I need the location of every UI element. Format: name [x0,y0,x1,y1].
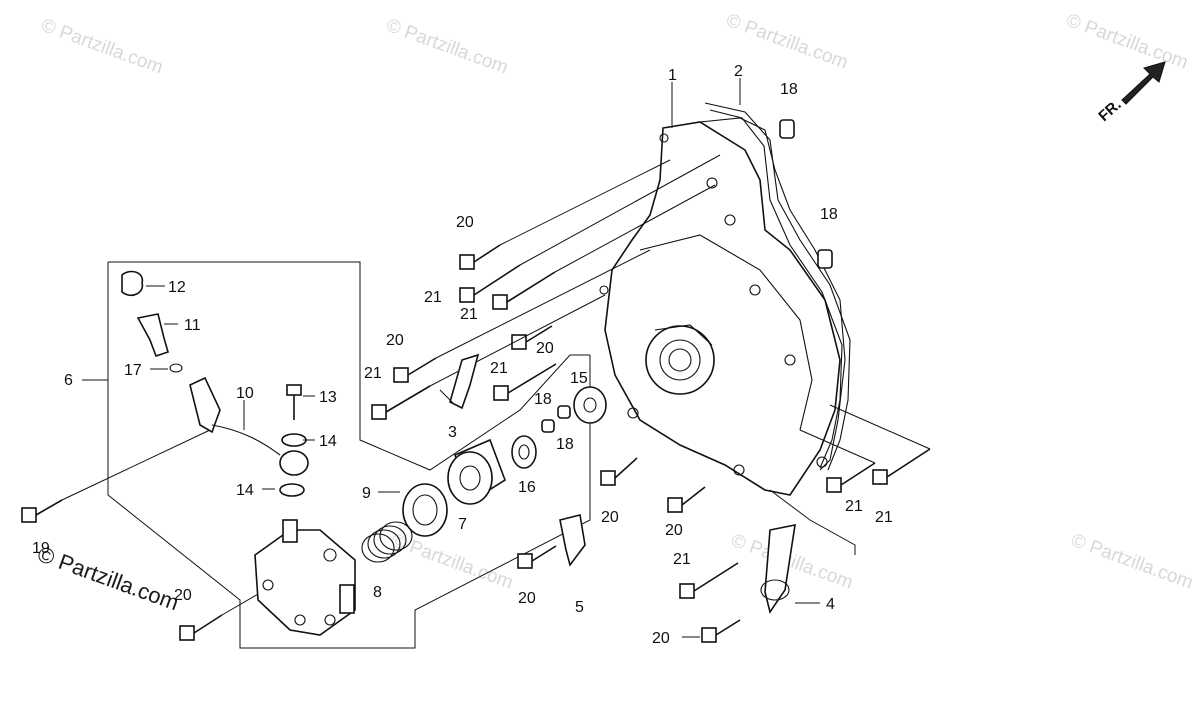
o-ring [169,363,183,373]
oil-seal [402,483,448,537]
bolt [286,384,302,420]
watermark: © Partzilla.com [38,15,165,79]
bolt [872,448,931,485]
cover-gasket [704,102,851,471]
dowel-pin [817,249,833,269]
bushing [573,386,607,424]
valve-assembly [121,270,356,636]
callout-19: 19 [32,540,50,557]
dowel-pin [557,405,571,419]
valve-nipple [282,519,298,543]
callout-1: 1 [668,67,677,84]
dowel-pin [541,419,555,433]
callout-7: 7 [458,516,467,533]
callout-20h: 20 [174,587,192,604]
callout-18d: 18 [556,436,574,453]
bolt [21,499,63,523]
hose-clip [121,270,144,297]
callout-20d: 20 [601,509,619,526]
callout-3: 3 [448,424,457,441]
callout-16: 16 [518,479,536,496]
callout-18c: 18 [534,391,552,408]
callout-2: 2 [734,63,743,80]
callout-6: 6 [64,372,73,389]
clamp [449,353,480,410]
bolt [371,385,431,420]
callout-15: 15 [570,370,588,387]
valve-port [339,584,355,614]
clamp [559,514,586,567]
bolt [701,619,741,643]
callout-labels: 1 2 3 4 5 6 7 8 9 10 11 12 13 14 14 15 1… [32,63,893,647]
oil-pipe [189,376,221,434]
pump-assembly [361,386,607,563]
banjo [279,450,309,476]
direction-label: FR. [1095,96,1124,125]
watermark: © Partzilla.com [383,15,510,79]
callout-14b: 14 [236,482,254,499]
callout-20e: 20 [665,522,683,539]
bolt [667,486,706,513]
callout-17: 17 [124,362,142,379]
callout-21d: 21 [490,360,508,377]
label-leaders [146,78,820,638]
fitting [136,313,169,358]
watermark: © Partzilla.com [1063,10,1190,74]
callout-5: 5 [575,599,584,616]
callout-20g: 20 [652,630,670,647]
spring [361,533,395,563]
bolt [493,363,557,401]
valve-body [254,529,356,636]
watermark: © Partzilla.com [1068,530,1195,594]
callout-13: 13 [319,389,337,406]
callout-21b: 21 [460,306,478,323]
callout-21e: 21 [845,498,863,515]
bolt [492,271,556,310]
assembly-bracket [82,261,591,649]
washer [281,433,307,447]
bolt [517,545,557,569]
side-cover [599,117,846,496]
bolt [393,357,437,383]
bolt [679,562,739,599]
flange-bolts [21,244,931,643]
front-direction-arrow: FR. [1095,61,1166,125]
dowel-pins [541,119,833,433]
callout-21g: 21 [673,551,691,568]
bolt [459,244,501,270]
bolt [511,325,553,350]
callout-18a: 18 [780,81,798,98]
corner-watermark: © Partzilla.com [34,541,182,615]
callout-20c: 20 [536,340,554,357]
callout-21f: 21 [875,509,893,526]
washer [279,483,305,497]
dowel-pin [779,119,795,139]
bolt [826,462,876,493]
callout-20f: 20 [518,590,536,607]
clamps [449,353,796,614]
callout-12: 12 [168,279,186,296]
callout-20b: 20 [386,332,404,349]
bearing [511,435,537,469]
clamp [764,523,796,614]
callout-9: 9 [362,485,371,502]
bolt [459,264,521,303]
callout-21a: 21 [424,289,442,306]
bolt [600,457,638,486]
callout-14a: 14 [319,433,337,450]
bolt [179,614,223,641]
callout-21c: 21 [364,365,382,382]
callout-18b: 18 [820,206,838,223]
callout-8: 8 [373,584,382,601]
callout-10: 10 [236,385,254,402]
callout-11: 11 [184,317,201,334]
callout-20a: 20 [456,214,474,231]
callout-4: 4 [826,596,835,613]
alignment-lines [61,154,931,616]
watermark: © Partzilla.com [388,530,515,594]
